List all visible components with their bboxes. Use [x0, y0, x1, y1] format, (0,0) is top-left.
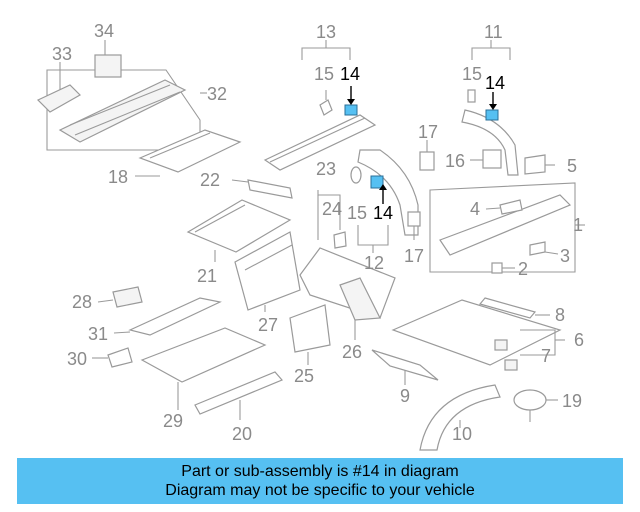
- part-34-module: [94, 54, 122, 78]
- part-24: [333, 231, 347, 249]
- callout-26: 26: [342, 342, 362, 362]
- callout-5: 5: [567, 156, 577, 176]
- callout-34: 34: [94, 21, 114, 41]
- part-20: [194, 371, 284, 415]
- banner-line-1: Part or sub-assembly is #14 in diagram: [181, 463, 459, 480]
- part-13-group: [263, 40, 377, 171]
- callout-8: 8: [555, 305, 565, 325]
- callout-9: 9: [400, 386, 410, 406]
- part-16: [482, 149, 502, 169]
- part-14a-clip: [344, 86, 358, 116]
- callout-16: 16: [445, 151, 465, 171]
- callout-2: 2: [518, 259, 528, 279]
- callout-11: 11: [484, 22, 503, 42]
- part-27: [234, 231, 301, 311]
- part-22: [247, 179, 293, 199]
- callout-15b: 15: [347, 203, 367, 223]
- part-19: [513, 389, 547, 411]
- part-21: [186, 199, 292, 253]
- part-30: [107, 347, 133, 368]
- callout-4: 4: [470, 199, 480, 219]
- callout-17a: 17: [418, 122, 438, 142]
- callout-19: 19: [562, 391, 582, 411]
- callout-30: 30: [67, 349, 87, 369]
- callout-20: 20: [232, 424, 252, 444]
- part-15a-clip: [319, 99, 333, 116]
- part-2: [491, 262, 503, 274]
- callout-13: 13: [316, 22, 336, 42]
- callout-31: 31: [88, 324, 108, 344]
- part-5: [524, 154, 546, 175]
- part-6-floor: [391, 299, 562, 366]
- callout-14a: 14: [340, 64, 360, 84]
- callout-23: 23: [316, 159, 336, 179]
- callout-10: 10: [452, 424, 472, 444]
- callout-14c: 14: [485, 73, 505, 93]
- callout-28: 28: [72, 292, 92, 312]
- part-3: [529, 241, 546, 256]
- parts-diagram: 1 2 3 4 5 6 7 8 9 10 11 12 13 14 14 14 1…: [36, 21, 585, 451]
- callout-1: 1: [573, 215, 583, 235]
- callout-15a: 15: [314, 64, 334, 84]
- part-7b: [504, 359, 518, 371]
- part-29: [140, 327, 267, 383]
- callout-15c: 15: [462, 64, 482, 84]
- part-12-group: [350, 149, 421, 253]
- part-1-group: [429, 182, 585, 274]
- callout-12: 12: [364, 253, 384, 273]
- part-28: [112, 286, 143, 308]
- part-9: [371, 349, 439, 381]
- part-32-rail: [58, 79, 187, 143]
- part-17b: [407, 211, 421, 227]
- part-8: [478, 297, 537, 319]
- callout-3: 3: [560, 246, 570, 266]
- part-14b-clip: [370, 175, 387, 204]
- callout-22: 22: [200, 170, 220, 190]
- callout-24: 24: [322, 199, 342, 219]
- part-10: [419, 384, 501, 451]
- part-4: [499, 199, 523, 215]
- part-32-group: [36, 40, 207, 151]
- callout-25: 25: [294, 366, 314, 386]
- callout-18: 18: [108, 167, 128, 187]
- part-26: [339, 277, 381, 321]
- part-13-sill: [263, 114, 377, 171]
- callout-7: 7: [541, 346, 551, 366]
- callout-33: 33: [52, 44, 72, 64]
- part-25: [289, 304, 331, 353]
- info-banner: Part or sub-assembly is #14 in diagram D…: [17, 458, 623, 504]
- part-7a: [494, 339, 508, 351]
- part-12-trim: [357, 149, 419, 236]
- callout-29: 29: [163, 411, 183, 431]
- part-33-lamp: [36, 84, 81, 113]
- part-15c-clip: [467, 89, 476, 103]
- part-31: [128, 297, 222, 336]
- part-14c-clip: [485, 92, 499, 121]
- part-18: [135, 129, 242, 177]
- banner-line-2: Diagram may not be specific to your vehi…: [165, 482, 475, 499]
- callout-14b: 14: [373, 203, 393, 223]
- callout-6: 6: [574, 330, 584, 350]
- callout-27: 27: [258, 315, 278, 335]
- part-17a: [419, 151, 435, 171]
- callout-17b: 17: [404, 246, 424, 266]
- part-15b-clip: [350, 166, 362, 184]
- callout-21: 21: [197, 266, 217, 286]
- callout-32: 32: [207, 84, 227, 104]
